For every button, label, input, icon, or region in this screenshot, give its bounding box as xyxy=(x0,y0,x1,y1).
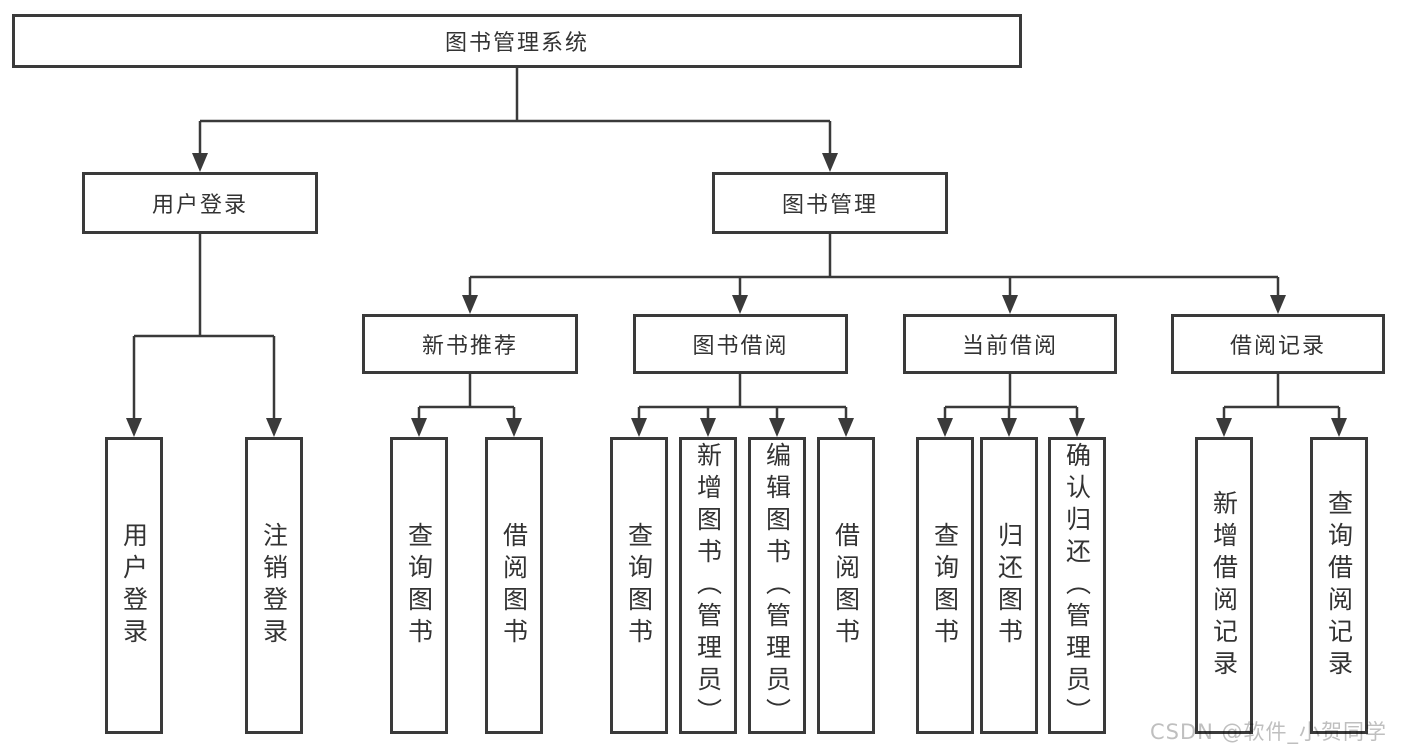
leaf-user-login-label: 用户登录 xyxy=(119,521,149,650)
leaf-borrow-books-1-label: 借阅图书 xyxy=(499,521,529,650)
leaf-borrow-books-2: 借阅图书 xyxy=(817,437,875,734)
leaf-return-books: 归还图书 xyxy=(980,437,1038,734)
node-book-management-label: 图书管理 xyxy=(781,193,878,218)
node-root-system-label: 图书管理系统 xyxy=(444,31,589,56)
node-book-borrowing-label: 图书借阅 xyxy=(692,334,789,359)
leaf-return-books-label: 归还图书 xyxy=(994,521,1024,650)
leaf-edit-books-admin-label: 编辑图书（管理员） xyxy=(762,441,792,730)
leaf-add-borrow-record-label: 新增借阅记录 xyxy=(1209,489,1239,682)
node-user-login-label: 用户登录 xyxy=(151,193,248,218)
connector-book-mgmt-to-level3 xyxy=(462,234,1286,314)
node-current-borrowing-label: 当前借阅 xyxy=(961,334,1058,359)
leaf-query-books-1: 查询图书 xyxy=(390,437,448,734)
leaf-user-login: 用户登录 xyxy=(105,437,163,734)
leaf-confirm-return-admin: 确认归还（管理员） xyxy=(1048,437,1106,734)
leaf-query-books-3: 查询图书 xyxy=(916,437,974,734)
leaf-borrow-books-2-label: 借阅图书 xyxy=(831,521,861,650)
csdn-watermark: CSDN @软件_小贺同学 xyxy=(1150,720,1388,744)
node-borrowing-records: 借阅记录 xyxy=(1171,314,1385,374)
node-current-borrowing: 当前借阅 xyxy=(903,314,1117,374)
leaf-edit-books-admin: 编辑图书（管理员） xyxy=(748,437,806,734)
node-root-system: 图书管理系统 xyxy=(12,14,1022,68)
leaf-query-books-2-label: 查询图书 xyxy=(624,521,654,650)
node-new-book-recommend: 新书推荐 xyxy=(362,314,578,374)
leaf-query-books-2: 查询图书 xyxy=(610,437,668,734)
node-user-login: 用户登录 xyxy=(82,172,318,234)
node-book-management: 图书管理 xyxy=(712,172,948,234)
leaf-add-books-admin: 新增图书（管理员） xyxy=(679,437,737,734)
connector-user-login-to-leaves xyxy=(126,234,282,437)
connector-current-borrow-to-leaves xyxy=(937,374,1085,437)
leaf-query-borrow-record: 查询借阅记录 xyxy=(1310,437,1368,734)
leaf-query-borrow-record-label: 查询借阅记录 xyxy=(1324,489,1354,682)
node-new-book-recommend-label: 新书推荐 xyxy=(421,334,518,359)
leaf-borrow-books-1: 借阅图书 xyxy=(485,437,543,734)
leaf-logout: 注销登录 xyxy=(245,437,303,734)
connector-new-books-to-leaves xyxy=(411,374,522,437)
leaf-query-books-3-label: 查询图书 xyxy=(930,521,960,650)
connector-root-to-level2 xyxy=(192,68,838,172)
node-book-borrowing: 图书借阅 xyxy=(633,314,848,374)
leaf-logout-label: 注销登录 xyxy=(259,521,289,650)
leaf-add-borrow-record: 新增借阅记录 xyxy=(1195,437,1253,734)
leaf-confirm-return-admin-label: 确认归还（管理员） xyxy=(1062,441,1092,730)
connector-borrow-records-to-leaves xyxy=(1216,374,1347,437)
leaf-query-books-1-label: 查询图书 xyxy=(404,521,434,650)
leaf-add-books-admin-label: 新增图书（管理员） xyxy=(693,441,723,730)
connector-book-borrow-to-leaves xyxy=(631,374,854,437)
node-borrowing-records-label: 借阅记录 xyxy=(1229,334,1326,359)
